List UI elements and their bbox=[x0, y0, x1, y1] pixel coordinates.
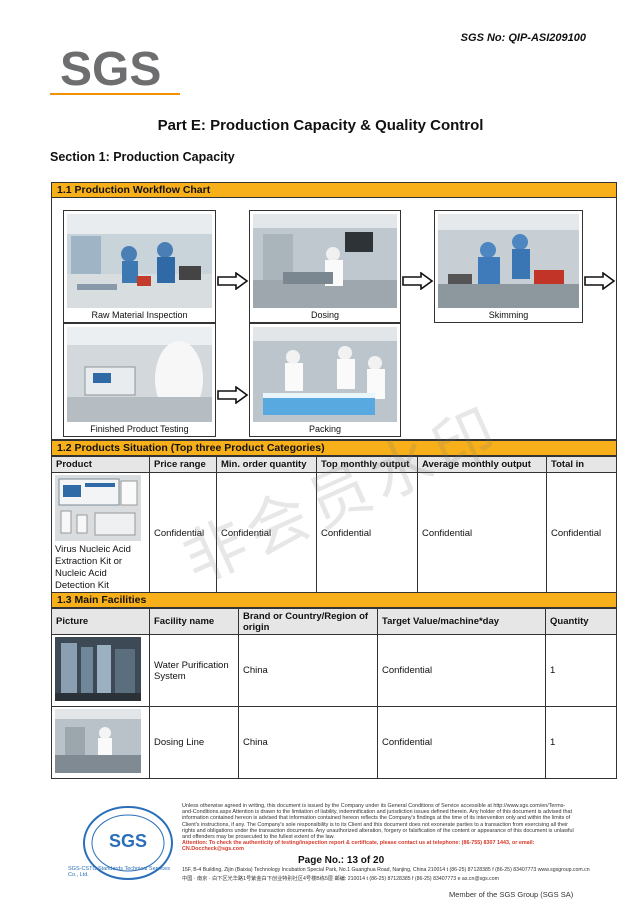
workflow-heading: 1.1 Production Workflow Chart bbox=[51, 182, 617, 198]
facility-picture bbox=[51, 634, 150, 707]
col-header: Product bbox=[51, 456, 150, 473]
legal-notice: Unless otherwise agreed in writing, this… bbox=[182, 803, 574, 853]
total-cell: Confidential bbox=[546, 472, 617, 595]
company-stamp: SGS bbox=[80, 803, 176, 888]
workflow-step-finished-testing: Finished Product Testing bbox=[63, 323, 216, 437]
facility-target: Confidential bbox=[377, 706, 546, 779]
facilities-table: Picture Facility name Brand or Country/R… bbox=[51, 608, 617, 779]
svg-text:SGS: SGS bbox=[60, 43, 161, 93]
top-output-cell: Confidential bbox=[316, 472, 418, 595]
dosing-line-photo bbox=[55, 709, 141, 773]
svg-text:SGS: SGS bbox=[109, 831, 147, 851]
min-order-cell: Confidential bbox=[216, 472, 317, 595]
lab-photo bbox=[67, 214, 212, 308]
arrow-right-icon bbox=[217, 272, 249, 290]
product-name: Virus Nucleic Acid Extraction Kit or Nuc… bbox=[55, 544, 131, 591]
step-caption: Skimming bbox=[488, 310, 529, 320]
facilities-heading: 1.3 Main Facilities bbox=[51, 592, 617, 608]
testing-photo bbox=[67, 327, 212, 422]
page-title: Part E: Production Capacity & Quality Co… bbox=[157, 117, 484, 134]
skimming-photo bbox=[438, 214, 579, 308]
facility-name: Dosing Line bbox=[149, 706, 239, 779]
workflow-frame bbox=[51, 197, 617, 440]
arrow-right-icon bbox=[584, 272, 616, 290]
col-header: Picture bbox=[51, 608, 150, 635]
arrow-right-icon bbox=[217, 386, 249, 404]
products-heading: 1.2 Products Situation (Top three Produc… bbox=[51, 440, 617, 456]
page-number: Page No.: 13 of 20 bbox=[298, 855, 385, 866]
col-header: Facility name bbox=[149, 608, 239, 635]
col-header: Brand or Country/Region of origin bbox=[238, 608, 378, 635]
product-cell: Virus Nucleic Acid Extraction Kit or Nuc… bbox=[51, 472, 150, 595]
address-en: 15F, B-4 Building, Zijin (Baixia) Techno… bbox=[182, 867, 590, 873]
facility-qty: 1 bbox=[545, 634, 617, 707]
table-row: Dosing Line China Confidential 1 bbox=[51, 706, 617, 779]
step-caption: Packing bbox=[308, 424, 342, 434]
facility-name: Water Purification System bbox=[149, 634, 239, 707]
sgs-number: SGS No: QIP-ASI209100 bbox=[460, 32, 586, 44]
table-row: Water Purification System China Confiden… bbox=[51, 634, 617, 707]
packing-photo bbox=[253, 327, 397, 422]
col-header: Target Value/machine*day bbox=[377, 608, 546, 635]
product-photo bbox=[55, 475, 141, 541]
water-system-photo bbox=[55, 637, 141, 701]
logo-underline bbox=[50, 93, 180, 95]
sgs-logo: SGS bbox=[60, 43, 170, 98]
avg-output-cell: Confidential bbox=[417, 472, 547, 595]
step-caption: Finished Product Testing bbox=[90, 424, 189, 434]
step-caption: Dosing bbox=[310, 310, 339, 320]
col-header: Price range bbox=[149, 456, 217, 473]
workflow-step-packing: Packing bbox=[249, 323, 401, 437]
dosing-photo bbox=[253, 214, 397, 308]
table-row: Virus Nucleic Acid Extraction Kit or Nuc… bbox=[51, 472, 617, 595]
stamp-text: SGS-CSTC Standards Technical Services Co… bbox=[68, 866, 170, 878]
facility-target: Confidential bbox=[377, 634, 546, 707]
workflow-step-skimming: Skimming bbox=[434, 210, 583, 323]
col-header: Min. order quantity bbox=[216, 456, 317, 473]
workflow-step-raw-material: Raw Material Inspection bbox=[63, 210, 216, 323]
arrow-right-icon bbox=[402, 272, 434, 290]
facility-origin: China bbox=[238, 634, 378, 707]
col-header: Total in bbox=[546, 456, 617, 473]
products-table: Product Price range Min. order quantity … bbox=[51, 456, 617, 595]
col-header: Quantity bbox=[545, 608, 617, 635]
member-text: Member of the SGS Group (SGS SA) bbox=[449, 890, 574, 899]
attention-text: Attention: To check the authenticity of … bbox=[182, 840, 535, 853]
col-header: Average monthly output bbox=[417, 456, 547, 473]
address-cn: 中国 · 南京 · 白下区光华路1号紫金白下创业特别社区4号楼B栋5层 邮编: … bbox=[182, 876, 499, 882]
facility-picture bbox=[51, 706, 150, 779]
workflow-step-dosing: Dosing bbox=[249, 210, 401, 323]
facility-qty: 1 bbox=[545, 706, 617, 779]
section-title: Section 1: Production Capacity bbox=[50, 150, 235, 164]
step-caption: Raw Material Inspection bbox=[91, 310, 188, 320]
legal-text: Unless otherwise agreed in writing, this… bbox=[182, 803, 574, 841]
facility-origin: China bbox=[238, 706, 378, 779]
